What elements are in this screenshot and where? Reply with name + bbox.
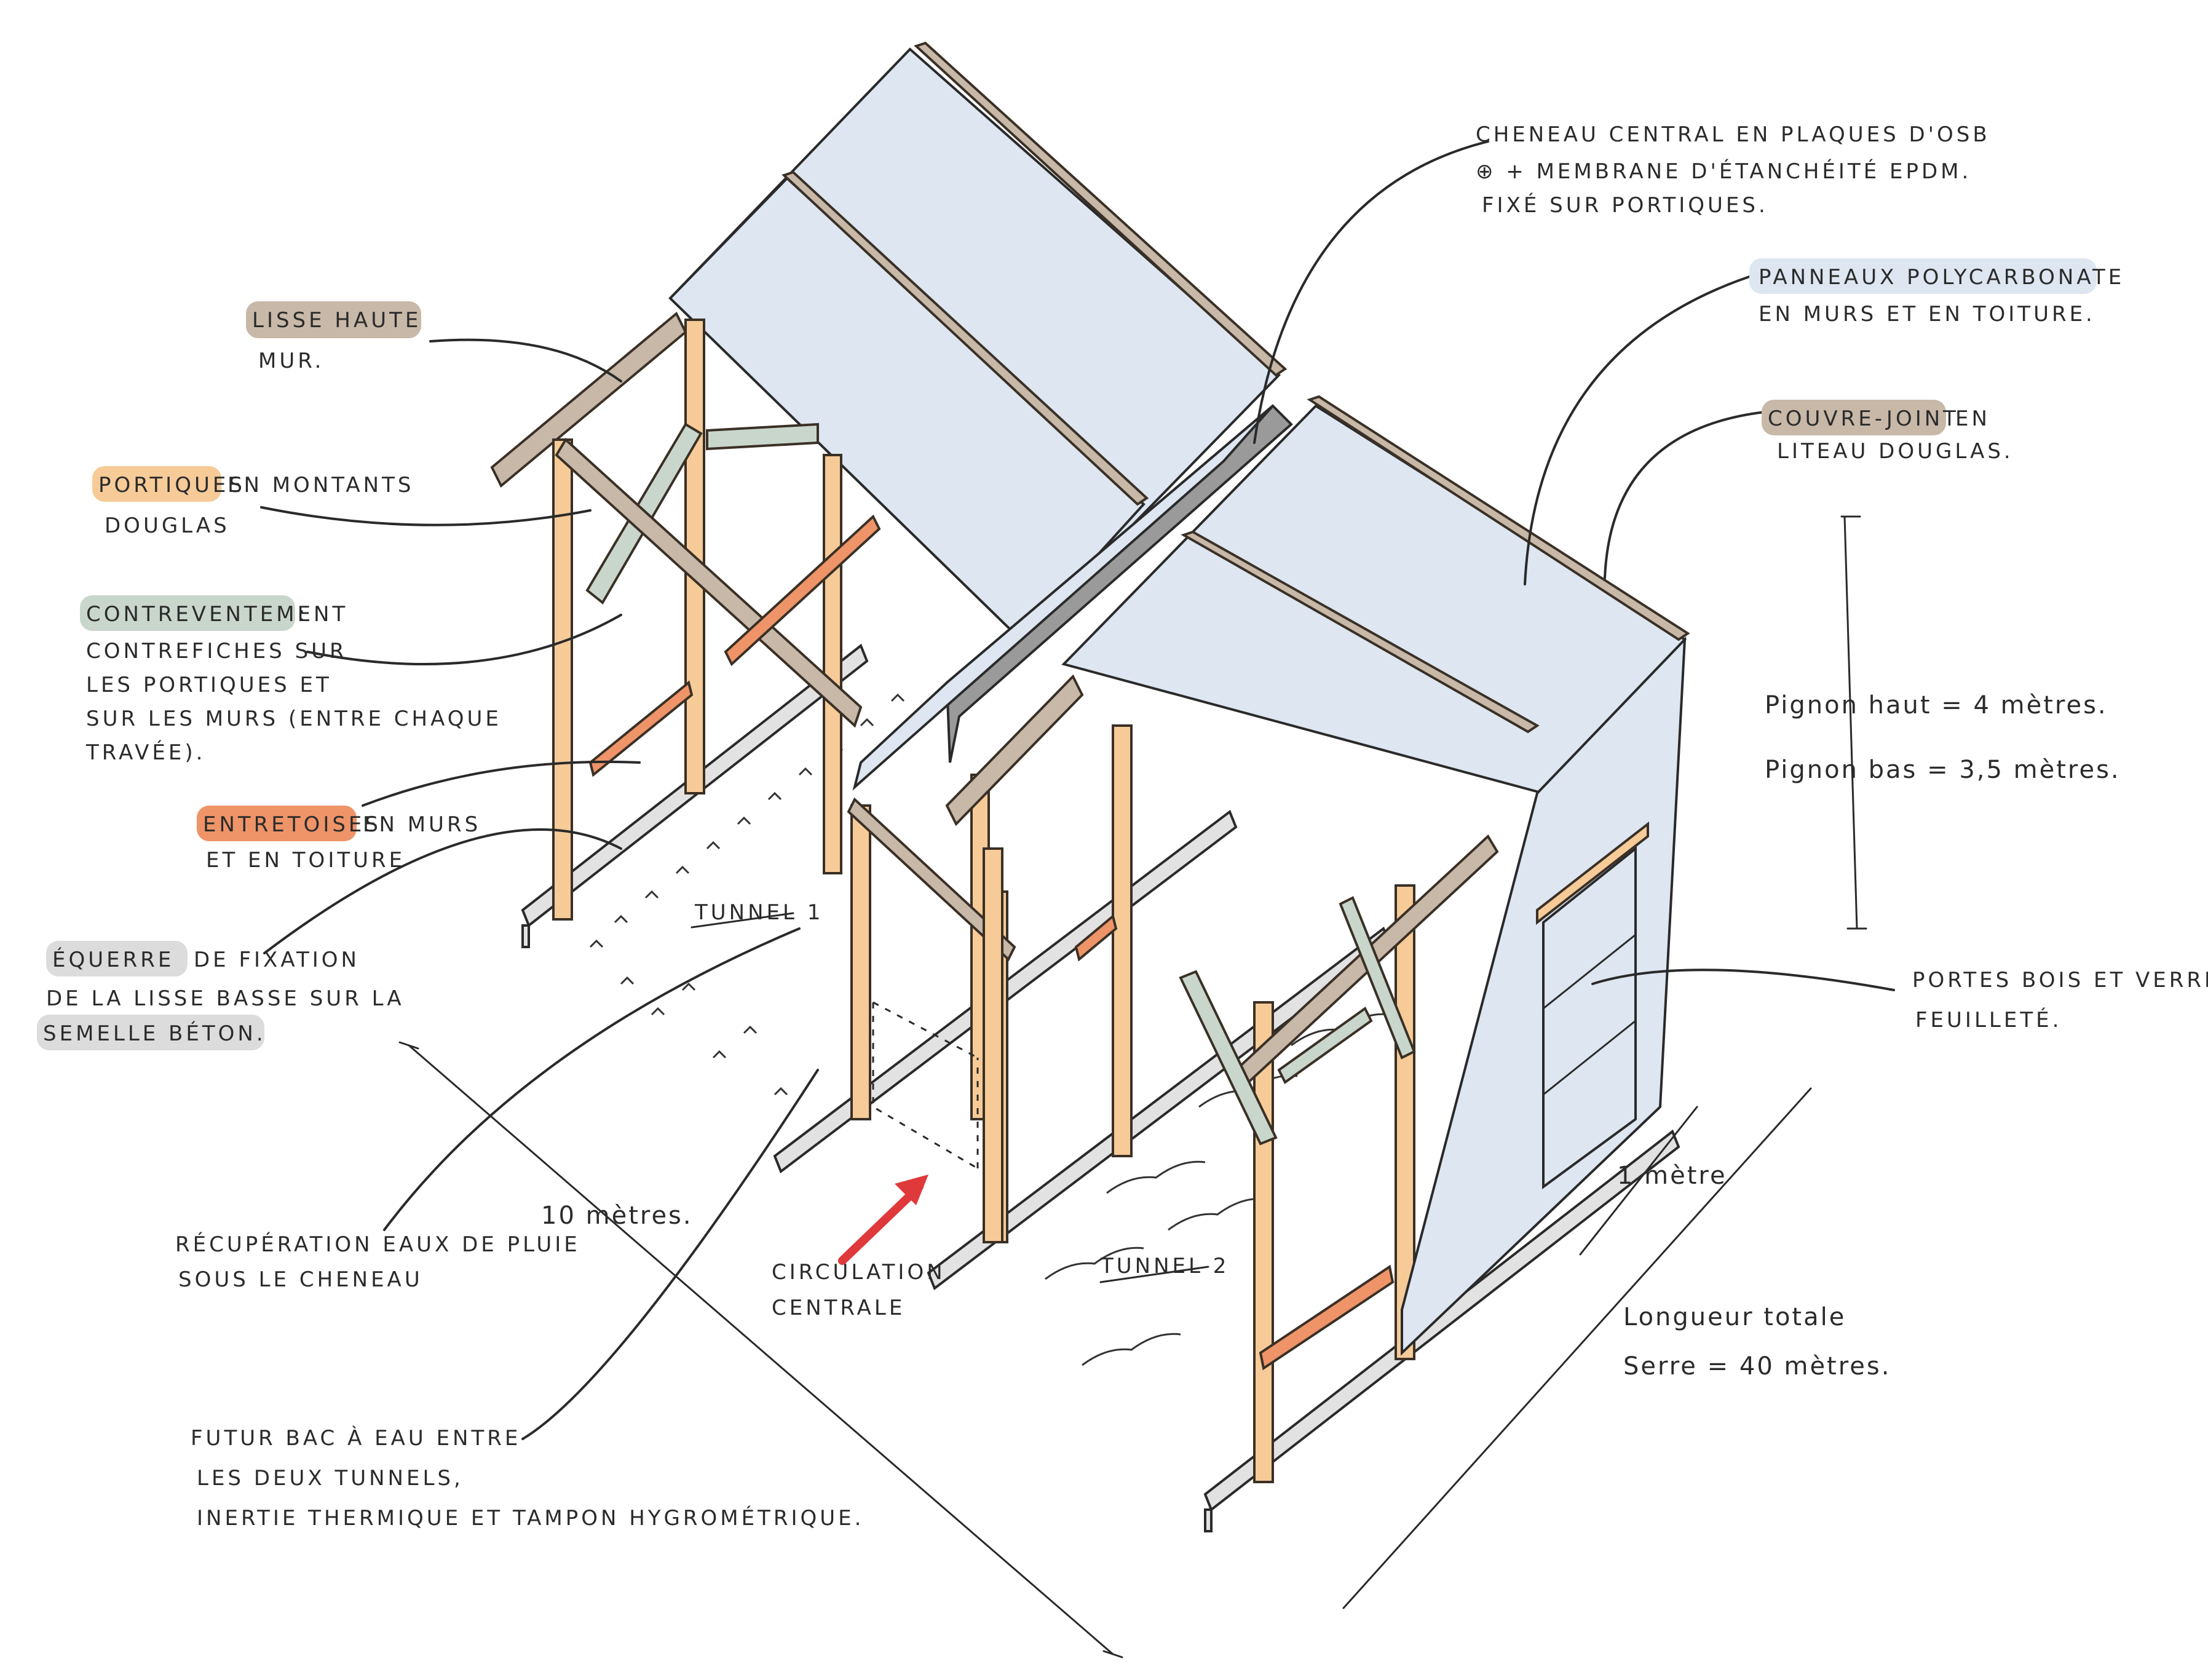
portique-right-gable xyxy=(945,674,1499,1483)
label-entretoises-rest: EN MURS xyxy=(363,812,481,837)
label-contreventement-term: CONTREVENTEMENT xyxy=(86,602,348,627)
label-pignon-bas: Pignon bas = 3,5 mètres. xyxy=(1765,756,2121,784)
label-dim-10m: 10 mètres. xyxy=(541,1202,693,1230)
label-bac-line3: INERTIE THERMIQUE ET TAMPON HYGROMÉTRIQU… xyxy=(197,1505,864,1531)
label-panneaux-line2: EN MURS ET EN TOITURE. xyxy=(1759,302,2095,327)
label-contreventement-line5: TRAVÉE). xyxy=(85,740,205,765)
highlight-contreventement xyxy=(80,595,295,631)
roof-batten-right-middle xyxy=(1181,530,1540,734)
greenhouse-drawing xyxy=(490,41,1690,1532)
highlight-entretoises xyxy=(197,806,357,841)
label-pignon-haut: Pignon haut = 4 mètres. xyxy=(1765,691,2108,719)
label-bac-line1: FUTUR BAC À EAU ENTRE xyxy=(191,1425,521,1451)
label-longueur-line1: Longueur totale xyxy=(1623,1303,1846,1331)
label-equerre-rest: DE FIXATION xyxy=(194,948,360,972)
label-equerre-line2: DE LA LISSE BASSE SUR LA xyxy=(46,986,405,1011)
label-recuperation-line2: SOUS LE CHENEAU xyxy=(178,1267,423,1292)
callout-leaders xyxy=(260,140,1895,1440)
label-cheneau-line2: ⊕ + MEMBRANE D'ÉTANCHÉITÉ EPDM. xyxy=(1476,159,1971,184)
label-lisse-haute-line2: MUR. xyxy=(258,349,324,373)
roof-batten-middle xyxy=(782,170,1149,506)
labels-left: LISSE HAUTE MUR. PORTIQUES EN MONTANTS D… xyxy=(43,308,864,1531)
water-tank-outline xyxy=(872,1001,979,1170)
label-recuperation-line1: RÉCUPÉRATION EAUX DE PLUIE xyxy=(175,1232,580,1257)
highlight-portiques xyxy=(92,466,221,502)
label-cheneau-line3: FIXÉ SUR PORTIQUES. xyxy=(1482,192,1768,218)
roof-panel-left-front xyxy=(668,176,1146,641)
roof-batten-right-ridge xyxy=(1307,395,1690,641)
dimension-lines xyxy=(398,515,1867,1658)
gutter-inner xyxy=(852,405,1274,791)
label-portes-line2: FEUILLETÉ. xyxy=(1915,1007,2062,1032)
label-entretoises-term: ENTRETOISES xyxy=(203,812,381,837)
label-circulation-line2: CENTRALE xyxy=(772,1296,905,1320)
label-contreventement-line3: LES PORTIQUES ET xyxy=(86,673,332,697)
highlight-semelle xyxy=(37,1015,264,1050)
label-couvre-joint-term: COUVRE-JOINT xyxy=(1768,406,1959,431)
highlight-equerre xyxy=(46,941,188,977)
highlight-couvre-joint xyxy=(1762,400,1946,435)
label-portiques-term: PORTIQUES xyxy=(98,473,245,497)
labels-center: TUNNEL 1 TUNNEL 2 CIRCULATION CENTRALE 1… xyxy=(541,900,1229,1320)
highlight-panneaux xyxy=(1749,258,2097,294)
portique-left-gable xyxy=(490,311,881,921)
label-couvre-joint-rest: EN xyxy=(1955,406,1990,431)
label-contreventement-line2: CONTREFICHES SUR xyxy=(86,639,347,664)
label-dim-1m: 1 mètre xyxy=(1617,1162,1727,1190)
label-tunnel-2: TUNNEL 2 xyxy=(1100,1254,1229,1278)
label-lisse-haute-term: LISSE HAUTE xyxy=(252,308,421,333)
label-contreventement-rest: : xyxy=(298,602,308,627)
label-cheneau-line1: CHENEAU CENTRAL EN PLAQUES D'OSB xyxy=(1476,122,1990,147)
label-entretoises-line2: ET EN TOITURE xyxy=(206,848,405,873)
label-equerre-term2: SEMELLE BÉTON. xyxy=(43,1021,266,1046)
label-portes-line1: PORTES BOIS ET VERRE xyxy=(1912,968,2208,993)
door xyxy=(1536,821,1649,1189)
label-portiques-rest: EN MONTANTS xyxy=(228,473,414,497)
circulation-arrow xyxy=(838,1175,928,1265)
label-contreventement-line4: SUR LES MURS (ENTRE CHAQUE xyxy=(86,707,502,731)
label-circulation-line1: CIRCULATION xyxy=(772,1260,946,1285)
highlight-lisse-haute xyxy=(246,301,421,338)
label-longueur-line2: Serre = 40 mètres. xyxy=(1623,1352,1891,1381)
label-equerre-term: ÉQUERRE xyxy=(52,947,174,972)
label-panneaux-term: PANNEAUX POLYCARBONATE xyxy=(1759,265,2124,290)
label-bac-line2: LES DEUX TUNNELS, xyxy=(197,1466,464,1491)
label-tunnel-1: TUNNEL 1 xyxy=(694,900,823,925)
labels-right: CHENEAU CENTRAL EN PLAQUES D'OSB ⊕ + MEM… xyxy=(1476,122,2208,1381)
label-highlights xyxy=(37,258,2097,1050)
roof-batten-ridge xyxy=(914,41,1288,377)
label-couvre-joint-line2: LITEAU DOUGLAS. xyxy=(1777,439,2014,464)
label-portiques-line2: DOUGLAS xyxy=(105,513,230,538)
